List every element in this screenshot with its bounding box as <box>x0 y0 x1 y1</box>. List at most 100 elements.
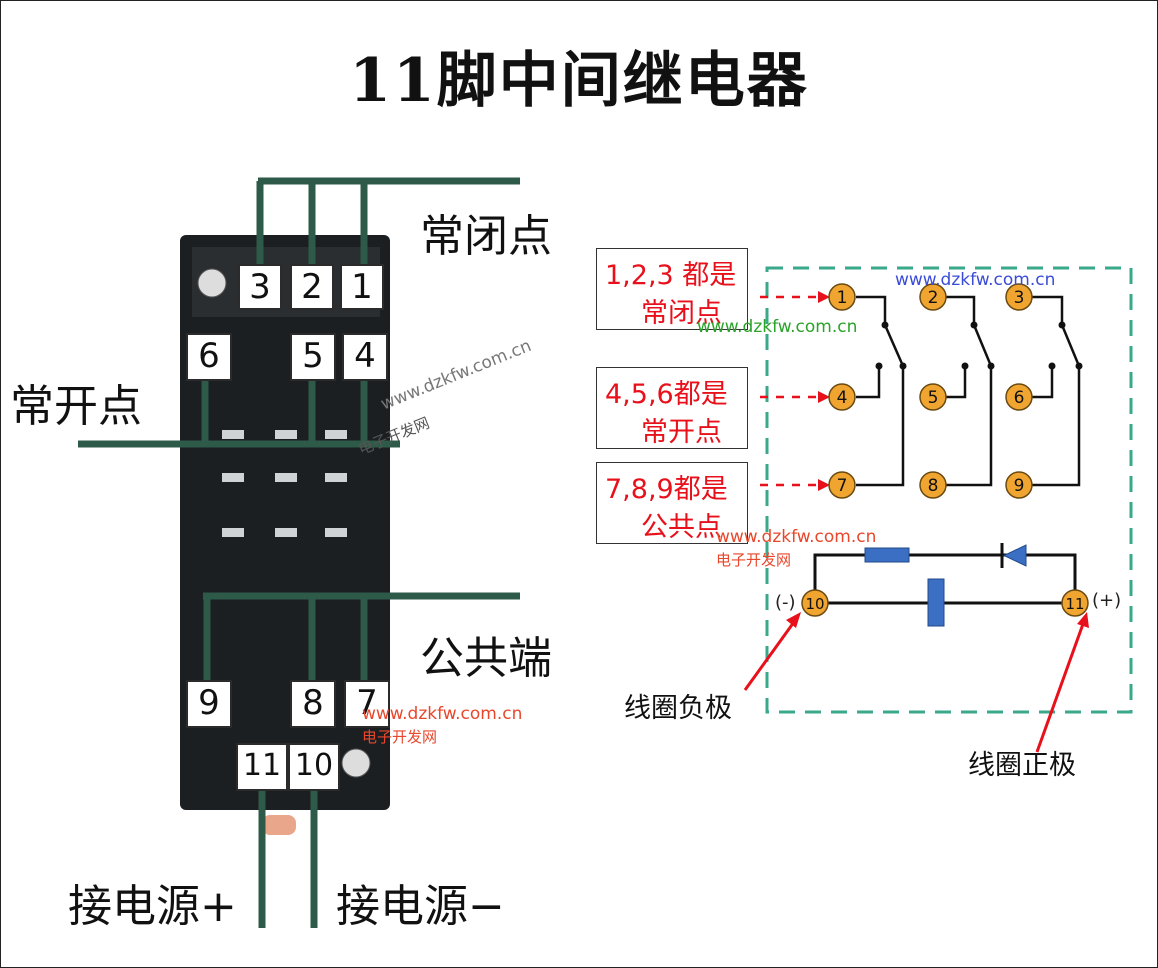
legend-no-line2: 常开点 <box>641 417 722 448</box>
contact-dot <box>1075 362 1083 370</box>
socket-pin-11: 11 <box>236 743 288 791</box>
com-line-9 <box>1032 366 1081 487</box>
slot <box>222 528 244 537</box>
neg-polarity-marker: (-) <box>775 592 796 613</box>
arrow-pos-head <box>1077 612 1089 628</box>
slot <box>222 430 244 439</box>
pin-circles <box>801 283 1089 617</box>
legend-pointers <box>760 295 822 487</box>
legend-nc-box: 1,2,3 都是 常闭点 <box>596 248 748 330</box>
mounting-hole-bottom <box>341 748 371 778</box>
schematic-dashed-frame <box>765 266 1133 714</box>
socket-foot <box>262 815 296 835</box>
socket-pin-1: 1 <box>340 264 384 310</box>
coil-arrow-heads <box>786 612 1089 628</box>
socket-pin-8: 8 <box>290 680 336 728</box>
nc-line-1 <box>856 295 887 325</box>
watermark-name: 电子开发网 <box>716 551 792 569</box>
nc-line-3 <box>1032 295 1064 325</box>
pin-numbers: 1 2 3 4 5 6 7 8 9 10 11 <box>805 288 1084 613</box>
schematic-pin-2: 2 <box>928 288 939 308</box>
socket-pin-2: 2 <box>290 264 334 310</box>
schematic-pin-9: 9 <box>1014 476 1025 496</box>
legend-pointer-heads <box>818 291 830 491</box>
pointer-head <box>818 291 830 303</box>
socket-pin-7: 7 <box>344 680 390 728</box>
legend-com-box: 7,8,9都是 公共点 <box>596 462 748 544</box>
arrow-neg-shaft <box>743 621 796 691</box>
socket-pin-5: 5 <box>290 333 336 381</box>
schematic-pin-4: 4 <box>837 388 848 408</box>
pin-circle-11 <box>1061 589 1089 617</box>
arrow-pos-shaft <box>1035 623 1085 753</box>
legend-no-box: 4,5,6都是 常开点 <box>596 367 748 449</box>
coil-arrows <box>743 621 1085 753</box>
label-common: 公共端 <box>420 633 552 684</box>
legend-no-line1: 4,5,6都是 <box>605 379 728 410</box>
label-power-negative: 接电源− <box>336 881 505 932</box>
resistor <box>864 547 910 563</box>
schematic-pin-7: 7 <box>837 476 848 496</box>
pin-circle-9 <box>1005 471 1033 499</box>
diode-triangle <box>1002 544 1027 567</box>
contact-dot <box>987 362 995 370</box>
pin-circle-2 <box>919 283 947 311</box>
watermark-url: www.dzkfw.com.cn <box>716 527 877 547</box>
watermark-url: www.dzkfw.com.cn <box>895 270 1056 290</box>
no-line-4 <box>856 366 881 399</box>
page-title: 11脚中间继电器 <box>349 46 809 116</box>
label-normally-closed: 常闭点 <box>420 211 552 262</box>
switch-blade-3 <box>1060 324 1081 367</box>
schematic-pin-3: 3 <box>1014 288 1025 308</box>
coil-positive-label: 线圈正极 <box>968 750 1076 781</box>
com-line-7 <box>856 366 905 487</box>
pointer-head <box>818 391 830 403</box>
coil-negative-label: 线圈负极 <box>624 693 732 724</box>
wiring-schematic: 1 2 3 4 5 6 7 8 9 10 11 <box>743 266 1133 753</box>
socket-pin-4: 4 <box>342 333 388 381</box>
pin-circle-8 <box>919 471 947 499</box>
pointer-head <box>818 479 830 491</box>
slot <box>222 473 244 482</box>
schematic-pin-1: 1 <box>837 288 848 308</box>
nc-line-2 <box>946 295 976 325</box>
pin-circle-3 <box>1005 283 1033 311</box>
no-line-6 <box>1032 366 1054 399</box>
slot <box>325 473 347 482</box>
socket-body <box>180 235 390 810</box>
switch-blade-2 <box>972 324 993 367</box>
relay-socket <box>180 235 390 835</box>
contact-dot <box>970 321 978 329</box>
legend-nc-line2: 常闭点 <box>641 298 722 329</box>
contact-dot <box>1048 362 1056 370</box>
socket-slots <box>222 430 347 537</box>
socket-pin-9: 9 <box>186 680 232 728</box>
contact-lines <box>856 295 1081 487</box>
watermark-url: www.dzkfw.com.cn <box>362 704 523 724</box>
diode <box>1000 543 1027 568</box>
pin-circle-10 <box>801 589 829 617</box>
schematic-pin-11: 11 <box>1065 595 1084 613</box>
label-normally-open: 常开点 <box>10 381 142 432</box>
slot <box>275 528 297 537</box>
socket-pin-6: 6 <box>186 333 232 381</box>
mounting-hole-top <box>197 268 227 298</box>
slot <box>275 430 297 439</box>
arrow-neg-head <box>786 612 801 628</box>
legend-com-line2: 公共点 <box>641 512 722 543</box>
legend-nc-line1: 1,2,3 都是 <box>605 260 737 291</box>
socket-pin-10: 10 <box>288 743 340 791</box>
schematic-pin-8: 8 <box>928 476 939 496</box>
contact-dots <box>875 321 1083 370</box>
diode-branch-wire <box>813 553 1077 591</box>
switch-blade-1 <box>883 324 905 367</box>
socket-pin-3: 3 <box>238 264 282 310</box>
contact-dot <box>881 321 889 329</box>
pos-polarity-marker: (+) <box>1092 590 1122 611</box>
schematic-pin-10: 10 <box>805 595 824 613</box>
slot <box>325 430 347 439</box>
pin-circle-4 <box>828 383 856 411</box>
watermark-name: 电子开发网 <box>362 728 438 746</box>
pin-circle-7 <box>828 471 856 499</box>
